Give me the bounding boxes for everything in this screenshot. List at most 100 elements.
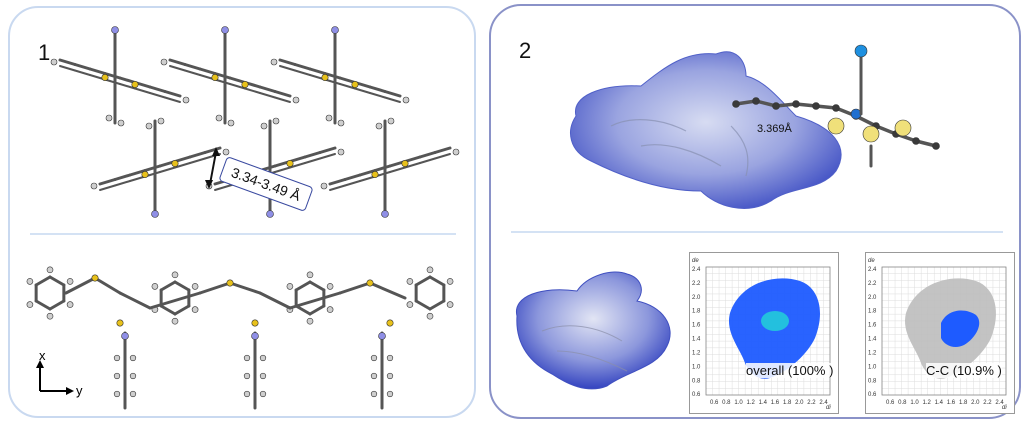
- bond: [174, 162, 191, 169]
- bond: [414, 299, 432, 311]
- molecule-overlay: [732, 44, 940, 168]
- bond: [119, 83, 136, 90]
- bond: [419, 157, 436, 164]
- y-tick-label: 1.6: [868, 323, 877, 329]
- hydrogen-atom: [337, 119, 345, 127]
- bond: [148, 291, 202, 310]
- surface-shape: [570, 51, 842, 209]
- hirshfeld-surface-main: [570, 44, 940, 209]
- plot-frame: [705, 266, 831, 396]
- x-tick-label: 2.0: [795, 400, 804, 406]
- bond: [168, 58, 187, 66]
- axis-y-label: y: [76, 383, 83, 398]
- fingerprint-region-cc: [941, 310, 980, 348]
- bond: [164, 96, 181, 103]
- hydrogen-atom: [406, 278, 414, 285]
- bond: [34, 275, 52, 287]
- hydrogen-atom: [105, 114, 113, 122]
- y-tick-label: 1.8: [868, 309, 877, 315]
- bond: [418, 151, 437, 159]
- hydrogen-atom: [243, 354, 251, 362]
- sulfur-atom: [171, 160, 179, 168]
- hydrogen-atom: [227, 119, 235, 127]
- bond: [259, 92, 276, 99]
- bond: [58, 58, 77, 66]
- bond: [289, 162, 306, 169]
- hydrogen-atom: [259, 390, 267, 398]
- y-tick-label: 2.4: [868, 267, 877, 273]
- molecule-row-bottom: [90, 117, 460, 218]
- panel-1: 1 3.34-3.49 Å x y: [8, 6, 476, 418]
- di-label: di: [826, 405, 831, 411]
- carbon-atom: [752, 97, 760, 105]
- y-tick-label: 1.8: [692, 309, 701, 315]
- bond: [244, 87, 261, 94]
- bond: [258, 85, 277, 93]
- bond: [294, 304, 312, 316]
- de-label: de: [692, 258, 699, 264]
- hydrogen-atom: [129, 372, 137, 380]
- y-tick-label: 1.0: [868, 364, 877, 370]
- bond: [98, 178, 117, 186]
- panel-number: 2: [519, 38, 532, 63]
- bond: [373, 164, 392, 172]
- hydrogen-atom: [113, 372, 121, 380]
- bond: [328, 178, 347, 186]
- bond: [354, 87, 371, 94]
- sulfur-atom: [386, 319, 394, 327]
- fingerprint-caption: overall (100% ): [746, 363, 834, 378]
- x-tick-label: 2.2: [807, 400, 816, 406]
- bond: [428, 299, 446, 311]
- bond: [288, 155, 307, 163]
- bond: [149, 92, 166, 99]
- y-tick-label: 2.2: [692, 281, 701, 287]
- hydrogen-atom: [243, 390, 251, 398]
- hydrogen-atom: [446, 301, 454, 308]
- bond: [128, 169, 147, 177]
- x-tick-label: 2.4: [819, 400, 828, 406]
- bond: [288, 291, 342, 310]
- y-tick-label: 0.6: [692, 392, 701, 398]
- bond: [34, 299, 52, 311]
- x-tick-label: 1.2: [746, 400, 755, 406]
- hydrogen-atom: [386, 354, 394, 362]
- bond: [48, 299, 66, 311]
- hydrogen-atom: [90, 182, 98, 190]
- bond: [213, 72, 232, 80]
- hydrogen-atom: [386, 372, 394, 380]
- hydrogen-atom: [325, 114, 333, 122]
- hydrogen-atom: [259, 372, 267, 380]
- carbon-atom: [772, 102, 780, 110]
- hydrogen-atom: [452, 148, 460, 156]
- x-tick-label: 1.8: [959, 400, 968, 406]
- di-label: di: [1002, 405, 1007, 411]
- y-tick-label: 1.0: [692, 364, 701, 370]
- y-tick-label: 2.0: [868, 295, 877, 301]
- x-tick-label: 0.8: [898, 400, 907, 406]
- hydrogen-atom: [326, 306, 334, 313]
- hydrogen-atom: [306, 271, 314, 279]
- bond: [303, 151, 322, 159]
- x-tick-label: 1.8: [783, 400, 792, 406]
- sulfur-atom: [101, 74, 109, 82]
- hydrogen-atom: [113, 354, 121, 362]
- bond: [159, 166, 176, 173]
- hydrogen-atom: [446, 278, 454, 285]
- nitrogen-atom: [331, 26, 339, 34]
- bond: [214, 78, 231, 85]
- y-tick-label: 0.8: [868, 378, 877, 384]
- plot-frame: [881, 266, 1007, 396]
- panel-number: 1: [38, 40, 51, 65]
- bond: [163, 90, 182, 98]
- y-tick-label: 0.6: [868, 392, 877, 398]
- fingerprint-hotspot: [761, 311, 789, 331]
- bond: [344, 180, 361, 187]
- y-tick-label: 1.2: [868, 350, 877, 356]
- bond: [318, 146, 337, 154]
- hydrogen-atom: [375, 122, 383, 130]
- bond: [214, 184, 231, 191]
- sulfur-atom: [91, 274, 99, 282]
- hydrogen-atom: [145, 122, 153, 130]
- distance-arrow: [209, 151, 217, 185]
